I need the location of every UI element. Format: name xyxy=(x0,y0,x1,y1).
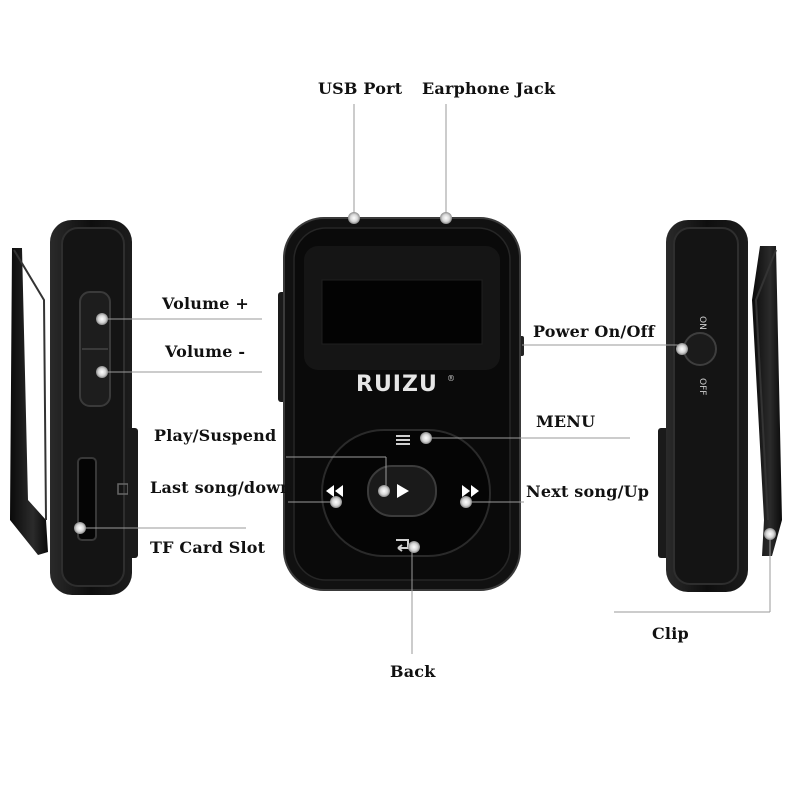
play-icon xyxy=(397,484,409,498)
fast-forward-icon xyxy=(462,485,479,497)
next-song-dot xyxy=(460,496,472,508)
earphone-jack-dot xyxy=(440,212,452,224)
back-dot xyxy=(408,541,420,553)
back-icon xyxy=(396,539,409,552)
volume-minus-label: Volume - xyxy=(165,342,246,361)
volume-plus-dot xyxy=(96,313,108,325)
menu-dot xyxy=(420,432,432,444)
left-side-view xyxy=(10,220,138,595)
last-song-dot xyxy=(330,496,342,508)
leader-lines xyxy=(82,104,771,654)
tf-card-slot xyxy=(77,457,97,541)
front-view: RUIZU ® xyxy=(278,217,524,591)
back-label: Back xyxy=(390,662,436,681)
tf-slot-dot xyxy=(74,522,86,534)
right-side-view: ON OFF xyxy=(658,220,782,592)
switch-on-label: ON xyxy=(697,316,707,330)
volume-plus-label: Volume + xyxy=(162,294,250,313)
play-suspend-label: Play/Suspend xyxy=(154,426,277,445)
hotspot-dots xyxy=(74,212,776,553)
last-song-label: Last song/down xyxy=(150,478,292,497)
power-label: Power On/Off xyxy=(533,322,655,341)
next-song-label: Next song/Up xyxy=(526,482,650,501)
left-clip xyxy=(10,248,48,555)
rewind-icon xyxy=(326,485,343,497)
menu-label: MENU xyxy=(536,412,596,431)
clip-dot xyxy=(764,528,776,540)
menu-icon xyxy=(396,435,410,445)
usb-port-dot xyxy=(348,212,360,224)
usb-port-label: USB Port xyxy=(318,79,403,98)
tf-card-slot-label: TF Card Slot xyxy=(150,538,266,557)
switch-off-label: OFF xyxy=(697,378,707,395)
earphone-jack-label: Earphone Jack xyxy=(422,79,556,98)
power-dot xyxy=(676,343,688,355)
svg-text:®: ® xyxy=(447,374,455,383)
volume-minus-dot xyxy=(96,366,108,378)
clip-label: Clip xyxy=(652,624,689,643)
play-dot xyxy=(378,485,390,497)
right-clip xyxy=(752,246,782,556)
power-switch xyxy=(683,332,717,366)
brand-logo: RUIZU xyxy=(356,372,438,397)
